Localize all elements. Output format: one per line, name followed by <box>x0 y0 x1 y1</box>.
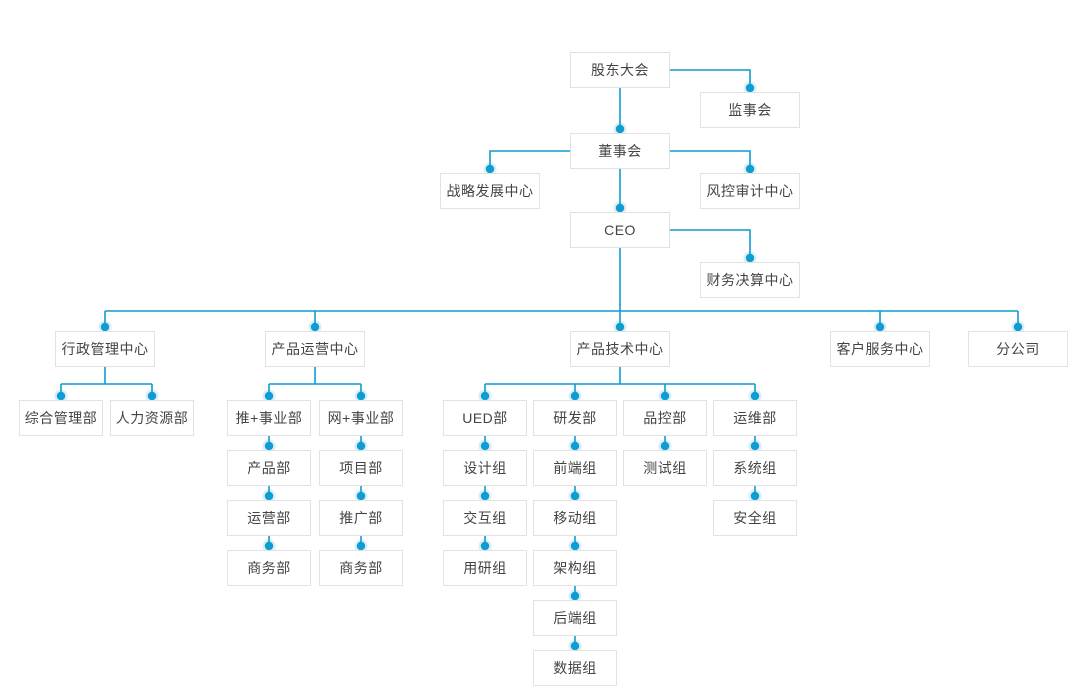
junction-dot <box>264 391 274 401</box>
org-node-board: 董事会 <box>570 133 670 169</box>
junction-dot <box>56 391 66 401</box>
junction-dot <box>615 322 625 332</box>
org-node-wang: 网+事业部 <box>319 400 403 436</box>
junction-dot <box>480 491 490 501</box>
junction-dot <box>570 491 580 501</box>
org-node-operation: 运营部 <box>227 500 311 536</box>
org-node-research: 用研组 <box>443 550 527 586</box>
junction-dot <box>745 83 755 93</box>
org-node-service: 客户服务中心 <box>830 331 930 367</box>
junction-dot <box>480 391 490 401</box>
org-node-business2: 商务部 <box>319 550 403 586</box>
junction-dot <box>147 391 157 401</box>
org-node-promotion: 推广部 <box>319 500 403 536</box>
junction-dot <box>615 203 625 213</box>
org-node-mobile: 移动组 <box>533 500 617 536</box>
org-node-branch: 分公司 <box>968 331 1068 367</box>
junction-dot <box>570 591 580 601</box>
org-node-arch: 架构组 <box>533 550 617 586</box>
junction-dot <box>570 641 580 651</box>
org-node-security: 安全组 <box>713 500 797 536</box>
junction-dot <box>310 322 320 332</box>
org-node-devops: 运维部 <box>713 400 797 436</box>
org-node-backend: 后端组 <box>533 600 617 636</box>
junction-dot <box>750 491 760 501</box>
junction-dot <box>875 322 885 332</box>
org-node-admin: 行政管理中心 <box>55 331 155 367</box>
junction-dot <box>570 391 580 401</box>
junction-dot <box>264 441 274 451</box>
org-node-product: 产品部 <box>227 450 311 486</box>
org-node-design: 设计组 <box>443 450 527 486</box>
junction-dot <box>480 541 490 551</box>
org-node-supervisory: 监事会 <box>700 92 800 128</box>
junction-dot <box>1013 322 1023 332</box>
org-node-rd: 研发部 <box>533 400 617 436</box>
junction-dot <box>570 541 580 551</box>
org-node-strategy: 战略发展中心 <box>440 173 540 209</box>
junction-dot <box>356 541 366 551</box>
org-node-tui: 推+事业部 <box>227 400 311 436</box>
org-node-finance: 财务决算中心 <box>700 262 800 298</box>
org-node-ued: UED部 <box>443 400 527 436</box>
junction-dot <box>745 253 755 263</box>
junction-dot <box>745 164 755 174</box>
junction-dot <box>100 322 110 332</box>
junction-dot <box>264 541 274 551</box>
junction-dot <box>615 124 625 134</box>
junction-dot <box>264 491 274 501</box>
junction-dot <box>750 441 760 451</box>
org-node-interaction: 交互组 <box>443 500 527 536</box>
org-node-general: 综合管理部 <box>19 400 103 436</box>
junction-dot <box>356 391 366 401</box>
org-node-qc: 品控部 <box>623 400 707 436</box>
junction-dot <box>480 441 490 451</box>
org-node-frontend: 前端组 <box>533 450 617 486</box>
junction-dot <box>750 391 760 401</box>
org-node-test: 测试组 <box>623 450 707 486</box>
junction-dot <box>356 441 366 451</box>
junction-dot <box>570 441 580 451</box>
junction-dot <box>356 491 366 501</box>
org-node-project: 项目部 <box>319 450 403 486</box>
org-node-tech: 产品技术中心 <box>570 331 670 367</box>
org-node-business1: 商务部 <box>227 550 311 586</box>
org-node-datagrp: 数据组 <box>533 650 617 686</box>
org-node-shareholders: 股东大会 <box>570 52 670 88</box>
org-node-ops: 产品运营中心 <box>265 331 365 367</box>
junction-dot <box>485 164 495 174</box>
org-node-ceo: CEO <box>570 212 670 248</box>
org-node-hr: 人力资源部 <box>110 400 194 436</box>
org-node-system: 系统组 <box>713 450 797 486</box>
junction-dot <box>660 391 670 401</box>
org-node-risk: 风控审计中心 <box>700 173 800 209</box>
junction-dot <box>660 441 670 451</box>
